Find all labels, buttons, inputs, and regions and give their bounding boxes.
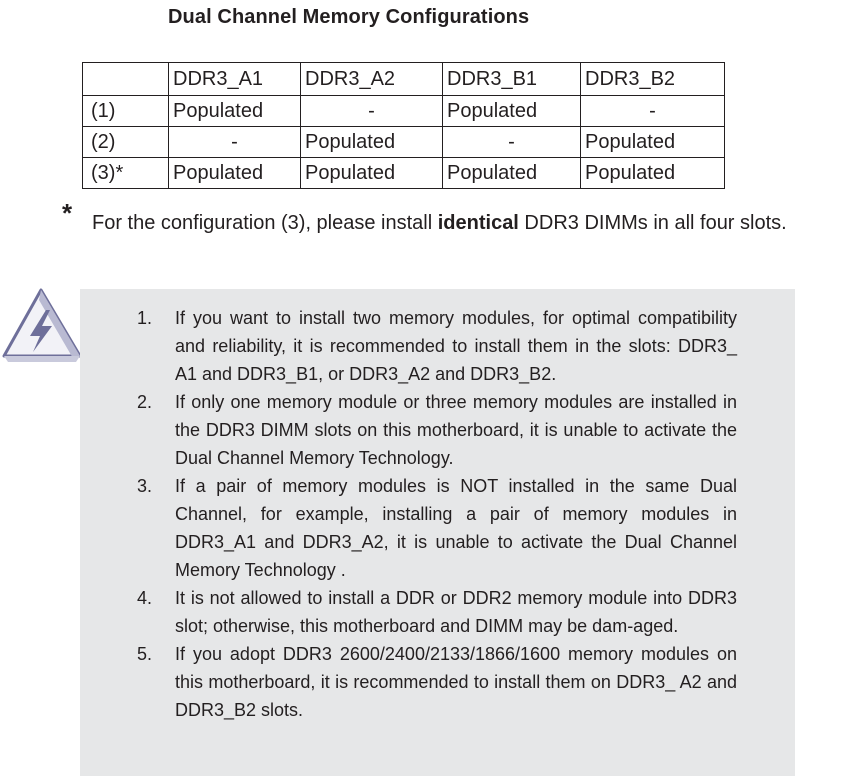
table-header-row: DDR3_A1 DDR3_A2 DDR3_B1 DDR3_B2 <box>82 62 725 96</box>
list-item-number: 2. <box>137 392 153 412</box>
table-header-cell: DDR3_B1 <box>442 62 581 96</box>
table-cell: Populated <box>442 95 581 127</box>
table-cell: - <box>580 95 725 127</box>
list-item: 1. If you want to install two memory modu… <box>137 304 737 388</box>
table-cell: Populated <box>300 157 443 189</box>
lightning-warning-icon <box>2 288 82 362</box>
table-cell: - <box>168 126 301 158</box>
list-item: 2. If only one memory module or three mem… <box>137 388 737 472</box>
table-row: (2) - Populated - Populated <box>82 126 725 158</box>
list-item: 4. It is not allowed to install a DDR or … <box>137 584 737 640</box>
table-header-cell: DDR3_A2 <box>300 62 443 96</box>
footnote-text: For the configuration (3), please instal… <box>92 202 792 244</box>
table-cell: Populated <box>168 157 301 189</box>
list-item-text: If only one memory module or three memor… <box>175 392 737 468</box>
table-row: (3)* Populated Populated Populated Popul… <box>82 157 725 189</box>
table-cell: Populated <box>300 126 443 158</box>
table-row: (1) Populated - Populated - <box>82 95 725 127</box>
table-cell: Populated <box>168 95 301 127</box>
footnote-marker: * <box>62 198 73 228</box>
page-title: Dual Channel Memory Configurations <box>168 6 530 28</box>
table-header-cell: DDR3_A1 <box>168 62 301 96</box>
table-cell: - <box>300 95 443 127</box>
list-item-number: 4. <box>137 588 153 608</box>
list-item-number: 3. <box>137 476 153 496</box>
list-item: 3. If a pair of memory modules is NOT ins… <box>137 472 737 584</box>
footnote-text-part: For the configuration (3), please instal… <box>92 212 438 234</box>
notes-list: 1. If you want to install two memory modu… <box>137 304 737 724</box>
table-cell: - <box>442 126 581 158</box>
table-cell: Populated <box>442 157 581 189</box>
memory-config-table: DDR3_A1 DDR3_A2 DDR3_B1 DDR3_B2 (1) Popu… <box>82 62 725 189</box>
list-item-number: 5. <box>137 644 153 664</box>
table-cell: (2) <box>82 126 169 158</box>
table-cell: (3)* <box>82 157 169 189</box>
footnote-text-part: DDR3 DIMMs in all four slots. <box>518 212 787 234</box>
table-header-cell <box>82 62 169 96</box>
notes-panel: 1. If you want to install two memory modu… <box>80 289 795 776</box>
table-cell: Populated <box>580 126 725 158</box>
footnote-emphasis: identical <box>437 212 519 234</box>
table-cell: Populated <box>580 157 725 189</box>
list-item-number: 1. <box>137 308 153 328</box>
table-header-cell: DDR3_B2 <box>580 62 725 96</box>
list-item-text: If you want to install two memory module… <box>175 308 737 384</box>
list-item-text: It is not allowed to install a DDR or DD… <box>175 588 737 636</box>
list-item: 5. If you adopt DDR3 2600/2400/2133/1866/… <box>137 640 737 724</box>
table-cell: (1) <box>82 95 169 127</box>
list-item-text: If you adopt DDR3 2600/2400/2133/1866/16… <box>175 644 737 720</box>
list-item-text: If a pair of memory modules is NOT insta… <box>175 476 737 580</box>
